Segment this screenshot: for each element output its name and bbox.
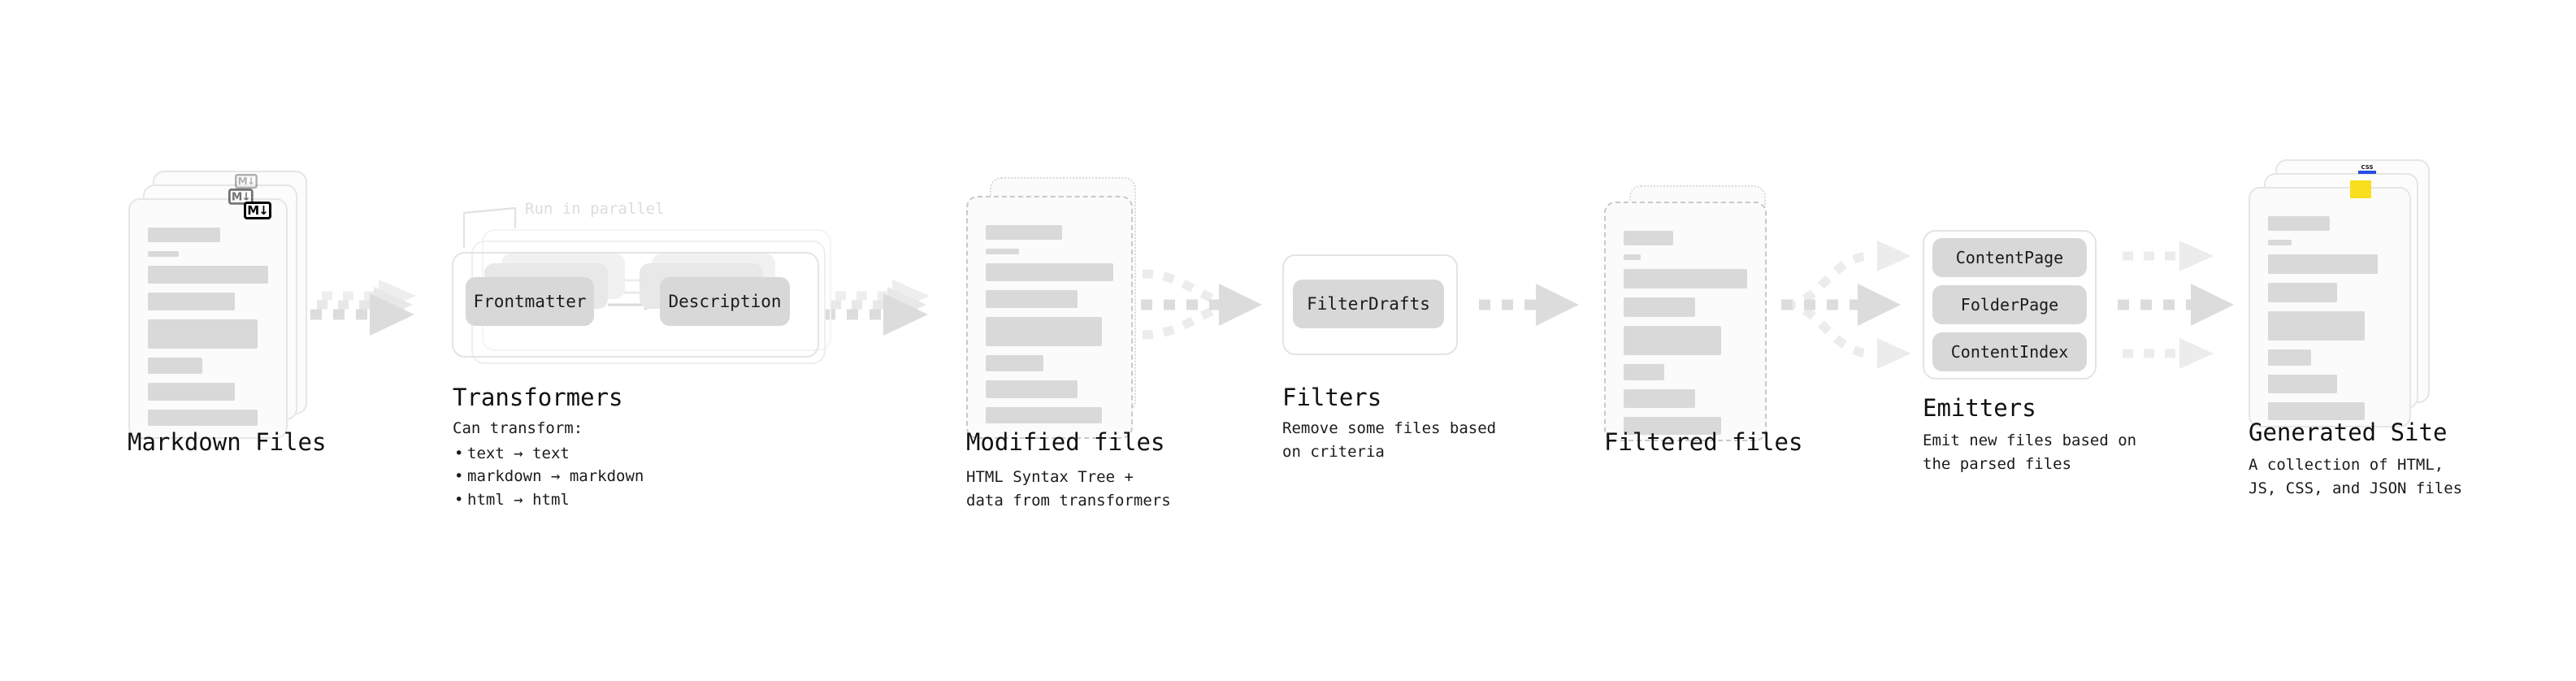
emitter-chip-contentindex[interactable]: ContentIndex — [1932, 332, 2087, 371]
filters-box — [1282, 254, 1458, 355]
run-in-parallel-label: Run in parallel — [525, 200, 665, 218]
arrow-modified-to-filters — [1141, 269, 1262, 340]
transformer-chip-frontmatter[interactable]: Frontmatter — [466, 277, 594, 326]
emitters-title: Emitters — [1923, 394, 2036, 422]
transformer-bullet-text: text → text — [454, 442, 644, 466]
transformers-title: Transformers — [453, 384, 623, 411]
transformer-bullet-markdown: markdown → markdown — [454, 465, 644, 488]
arrow-filters-to-filtered — [1479, 284, 1579, 326]
arrow-filtered-to-emitters — [1781, 241, 1911, 369]
emitter-chip-contentpage[interactable]: ContentPage — [1932, 238, 2087, 277]
filtered-placeholder-lines — [1624, 231, 1747, 444]
markdown-badge-back: M↓ — [235, 174, 258, 189]
generated-site-title: Generated Site — [2249, 419, 2448, 446]
modified-files-subtitle: HTML Syntax Tree + data from transformer… — [966, 468, 1171, 510]
filtered-doc-card-front — [1604, 202, 1767, 441]
transformer-bullet-html: html → html — [454, 488, 644, 512]
markdown-badge-mid: M↓ — [228, 189, 254, 205]
transformers-lead: Can transform: — [453, 419, 583, 437]
emitters-subtitle: Emit new files based on the parsed files — [1923, 432, 2137, 473]
generated-site-subtitle: A collection of HTML, JS, CSS, and JSON … — [2249, 456, 2463, 497]
emitter-chip-folderpage[interactable]: FolderPage — [1932, 285, 2087, 324]
transformers-description: Can transform: text → text markdown → ma… — [453, 417, 644, 511]
site-placeholder-lines — [2268, 216, 2392, 429]
markdown-files-title: Markdown Files — [128, 428, 327, 456]
arrow-markdown-to-transformers — [310, 280, 416, 336]
filtered-files-title: Filtered files — [1604, 428, 1803, 456]
transformer-chip-description[interactable]: Description — [660, 277, 790, 326]
doc-placeholder-lines — [148, 228, 268, 435]
js-badge-icon — [2350, 180, 2371, 198]
filters-title: Filters — [1282, 384, 1382, 411]
arrow-transformers-to-modified — [824, 280, 930, 336]
transformers-bullets: text → text markdown → markdown html → h… — [453, 442, 644, 512]
run-in-parallel-leader — [462, 206, 517, 248]
markdown-badge-front: M↓ — [244, 202, 271, 219]
modified-placeholder-lines — [986, 225, 1113, 432]
doc-card-front — [128, 198, 288, 439]
transformers-box-front — [452, 252, 819, 358]
css-badge-icon: CSS — [2358, 164, 2376, 174]
modified-files-title: Modified files — [966, 428, 1165, 456]
emitters-box — [1923, 230, 2097, 380]
site-doc-card-front — [2249, 187, 2411, 427]
arrow-emitters-to-site — [2118, 241, 2234, 369]
modified-doc-card-front — [966, 196, 1133, 439]
filter-chip-filterdrafts[interactable]: FilterDrafts — [1293, 280, 1444, 328]
filters-subtitle: Remove some files based on criteria — [1282, 419, 1497, 461]
